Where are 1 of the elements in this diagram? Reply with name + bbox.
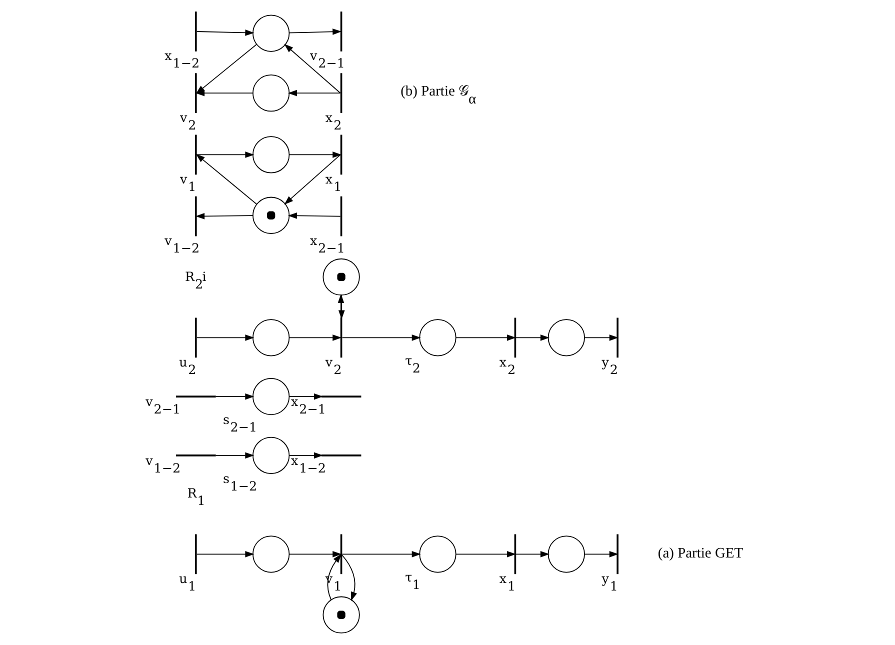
label: (a) Partie GET	[658, 546, 744, 562]
